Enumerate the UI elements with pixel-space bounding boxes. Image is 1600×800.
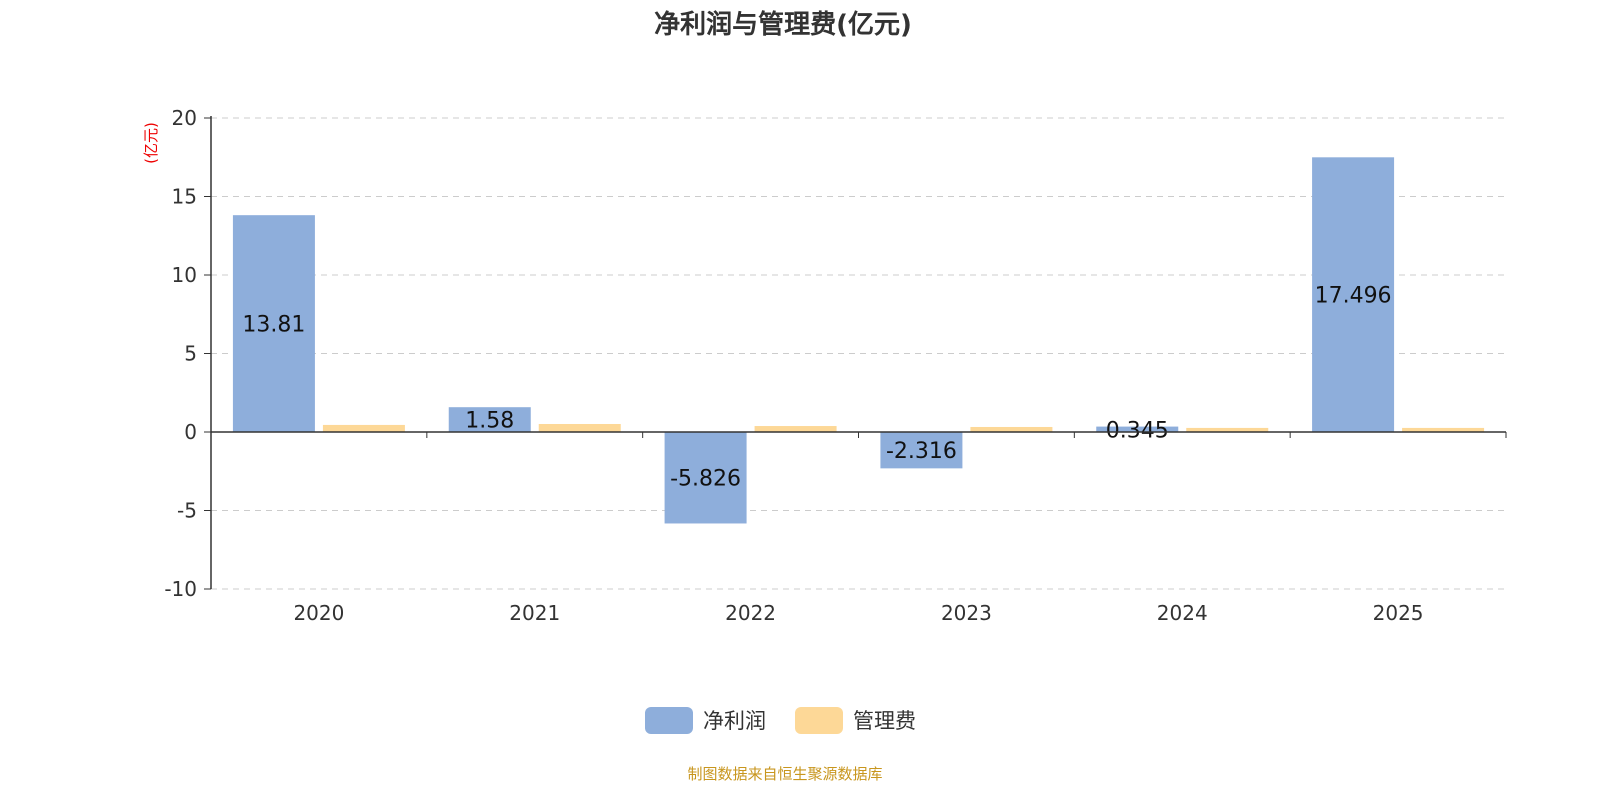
bar-net-profit bbox=[664, 432, 747, 524]
bar-net-profit bbox=[448, 407, 531, 432]
bar-admin-expense bbox=[1402, 427, 1485, 432]
y-tick-label: 5 bbox=[184, 342, 197, 366]
y-tick-label: 0 bbox=[184, 420, 197, 444]
x-tick-label: 2024 bbox=[1157, 601, 1208, 625]
y-axis-unit: (亿元) bbox=[142, 122, 160, 164]
data-label: 1.58 bbox=[465, 409, 514, 434]
data-label: 13.81 bbox=[242, 313, 305, 338]
legend-label: 管理费 bbox=[853, 709, 916, 733]
y-tick-label: -10 bbox=[164, 577, 197, 601]
y-tick-label: -5 bbox=[177, 499, 197, 523]
legend-label: 净利润 bbox=[703, 709, 766, 733]
legend-swatch bbox=[795, 707, 843, 734]
bar-admin-expense bbox=[322, 424, 405, 432]
y-tick-label: 15 bbox=[172, 185, 197, 209]
bar-net-profit bbox=[880, 432, 963, 469]
bar-admin-expense bbox=[538, 423, 621, 432]
bar-admin-expense bbox=[1186, 427, 1269, 432]
bar-admin-expense bbox=[970, 426, 1053, 432]
x-tick-label: 2023 bbox=[941, 601, 992, 625]
x-tick-label: 2020 bbox=[293, 601, 344, 625]
x-tick-label: 2021 bbox=[509, 601, 560, 625]
legend-swatch bbox=[645, 707, 693, 734]
bar-net-profit bbox=[1312, 157, 1395, 432]
x-tick-label: 2025 bbox=[1373, 601, 1424, 625]
data-label: -5.826 bbox=[670, 467, 741, 492]
data-label: 0.345 bbox=[1106, 418, 1169, 443]
bar-net-profit bbox=[1096, 426, 1179, 432]
data-label: 17.496 bbox=[1315, 284, 1392, 309]
data-label: -2.316 bbox=[886, 439, 957, 464]
source-note: 制图数据来自恒生聚源数据库 bbox=[687, 765, 882, 783]
x-tick-label: 2022 bbox=[725, 601, 776, 625]
chart-title: 净利润与管理费(亿元) bbox=[654, 9, 912, 40]
bar-admin-expense bbox=[754, 426, 837, 432]
bar-net-profit bbox=[232, 215, 315, 432]
y-tick-label: 20 bbox=[172, 106, 197, 130]
y-tick-label: 10 bbox=[172, 263, 197, 287]
